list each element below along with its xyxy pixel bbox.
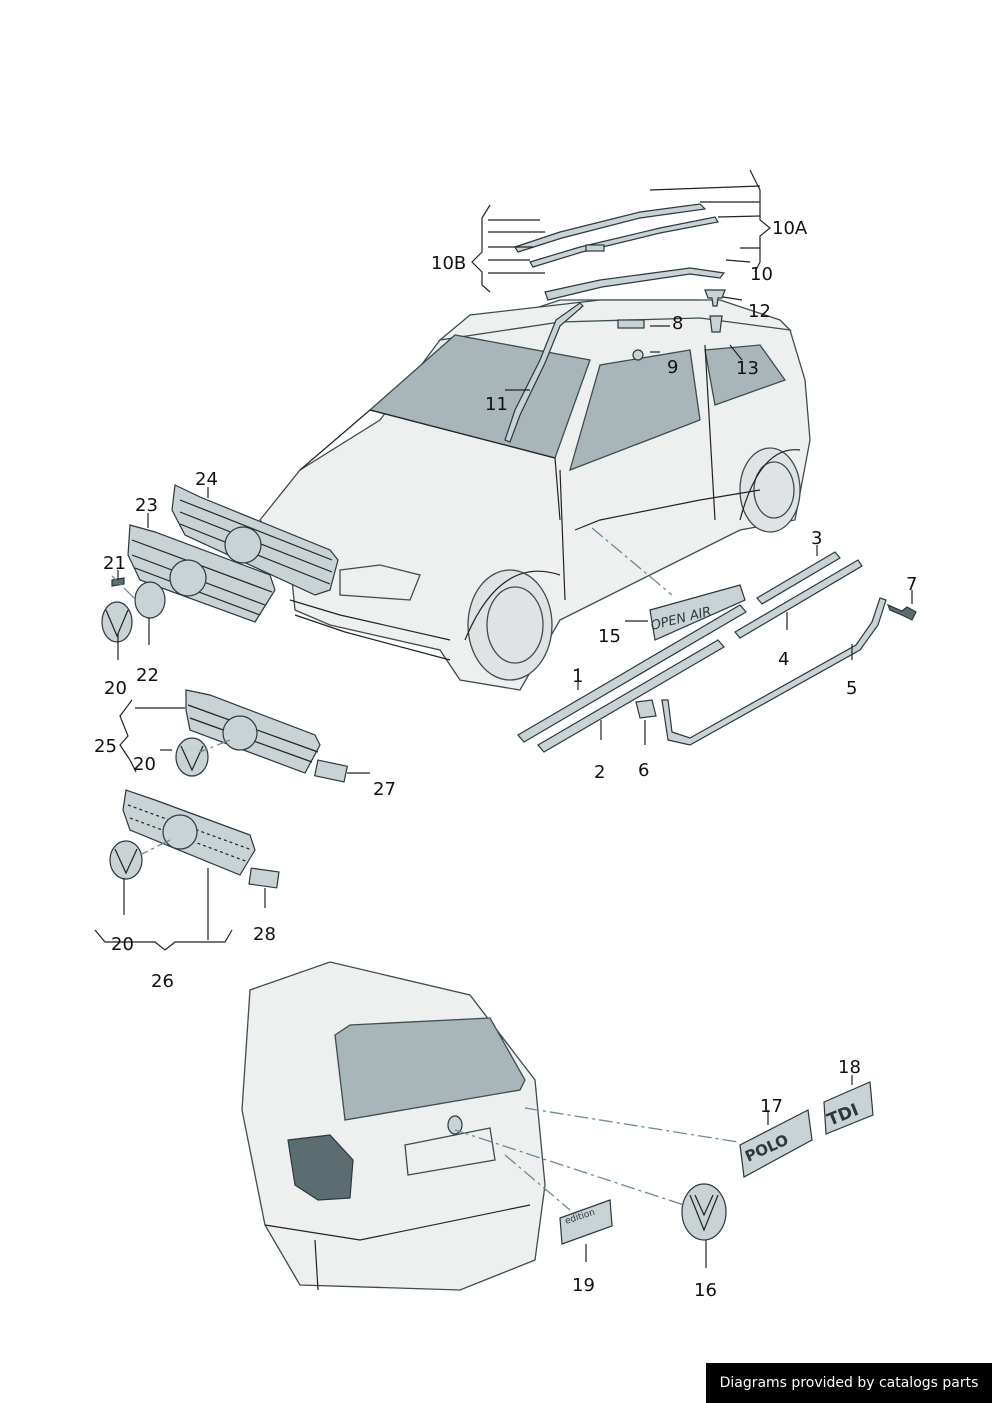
callout-4: 4 bbox=[778, 649, 789, 670]
reference-lines bbox=[111, 527, 739, 1211]
callout-20-bottom: 20 bbox=[111, 934, 134, 955]
rear-badge-parts: POLO TDI edition bbox=[559, 1081, 874, 1245]
callout-20-mid: 20 bbox=[133, 754, 156, 775]
callout-20-top: 20 bbox=[104, 678, 127, 699]
callout-17: 17 bbox=[760, 1096, 783, 1117]
callout-10b: 10B bbox=[431, 253, 466, 274]
callout-22: 22 bbox=[136, 665, 159, 686]
callout-24: 24 bbox=[195, 469, 218, 490]
callout-1: 1 bbox=[572, 666, 583, 687]
callout-27: 27 bbox=[373, 779, 396, 800]
callout-25: 25 bbox=[94, 736, 117, 757]
callout-12: 12 bbox=[748, 301, 771, 322]
grille-parts bbox=[101, 484, 349, 889]
callout-13: 13 bbox=[736, 358, 759, 379]
callout-19: 19 bbox=[572, 1275, 595, 1296]
front-car-illustration bbox=[259, 299, 811, 691]
callout-6: 6 bbox=[638, 760, 649, 781]
callout-23: 23 bbox=[135, 495, 158, 516]
open-air-badge-part: OPEN AIR bbox=[649, 584, 746, 641]
callout-3: 3 bbox=[811, 528, 822, 549]
callout-28: 28 bbox=[253, 924, 276, 945]
callout-26: 26 bbox=[151, 971, 174, 992]
callout-7: 7 bbox=[906, 574, 917, 595]
side-moulding-parts bbox=[517, 551, 917, 753]
callout-2: 2 bbox=[594, 762, 605, 783]
callout-11: 11 bbox=[485, 394, 508, 415]
callout-8: 8 bbox=[672, 313, 683, 334]
callout-21: 21 bbox=[103, 553, 126, 574]
leader-lines bbox=[94, 169, 913, 1268]
callout-labels: 1 2 3 4 5 6 7 8 9 10 10A 10B 11 12 13 15… bbox=[94, 218, 917, 1301]
callout-10: 10 bbox=[750, 264, 773, 285]
callout-9: 9 bbox=[667, 357, 678, 378]
callout-15: 15 bbox=[598, 626, 621, 647]
callout-5: 5 bbox=[846, 678, 857, 699]
footer-credit: Diagrams provided by catalogs parts bbox=[706, 1363, 992, 1403]
callout-16: 16 bbox=[694, 1280, 717, 1301]
callout-10a: 10A bbox=[772, 218, 808, 239]
callout-18: 18 bbox=[838, 1057, 861, 1078]
rear-car-illustration bbox=[241, 961, 546, 1291]
